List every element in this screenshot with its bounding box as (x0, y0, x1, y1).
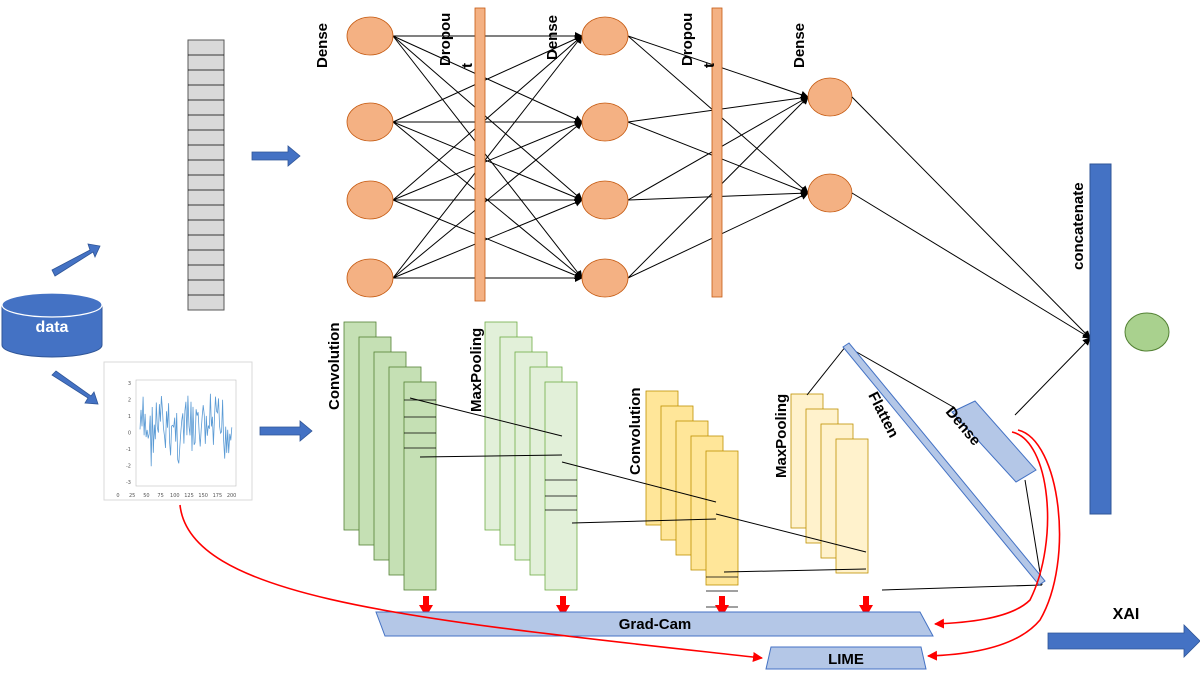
plot-x-tick: 175 (213, 493, 223, 499)
pool-2-map (835, 438, 869, 574)
conv-2-stack (645, 390, 739, 608)
dense-3-label: Dense (791, 23, 808, 68)
merge-connections (851, 96, 1091, 416)
lime-label: LIME (828, 651, 864, 668)
gradcam-arrow-head (556, 605, 570, 617)
dense-edge (392, 35, 583, 123)
conv-connections (409, 345, 1043, 591)
dense-node (346, 258, 394, 298)
gradcam-arrow-head (419, 605, 433, 617)
conv-dense-layer (951, 400, 1037, 483)
maxpool-2-stack (790, 393, 869, 574)
dense-edge (392, 121, 583, 279)
dense-node (581, 16, 629, 56)
conv-1-label: Convolution (326, 323, 343, 410)
dense-1-label: Dense (314, 23, 331, 68)
dropout-bar-1 (474, 7, 486, 302)
dropout-1-label: Dropou (437, 13, 454, 66)
dense-connections (392, 32, 809, 282)
dense-edge (392, 198, 583, 279)
maxpool-1-stack (484, 321, 578, 591)
plot-y-ticks: 3 2 1 0 -1 -2 -3 (126, 381, 131, 486)
arrow-to-plot (51, 370, 99, 405)
data-cylinder: data (1, 292, 103, 358)
dense-edge (392, 120, 583, 201)
gradcam-arrow-head (859, 605, 873, 617)
dense-edge (392, 35, 583, 201)
plot-x-ticks: 0 25 50 75 100 125 150 175 200 (116, 493, 236, 499)
plot-x-tick: 200 (227, 493, 237, 499)
dropout-2-label: Dropou (679, 13, 696, 66)
plot-x-tick: 0 (116, 493, 119, 499)
pool-2-label: MaxPooling (773, 394, 790, 478)
plot-x-tick: 75 (157, 493, 163, 499)
timeseries-line (139, 393, 233, 467)
dense-node (346, 102, 394, 142)
explanation-curves (179, 429, 1061, 662)
dense-nodes (346, 16, 853, 298)
arrow-to-conv-branch (259, 420, 313, 442)
gradcam-arrow-shaft (560, 596, 566, 606)
gradcam-arrow-head (715, 605, 729, 617)
output-node (1124, 312, 1170, 352)
xai-heading: XAI (1113, 606, 1140, 623)
dense-node (346, 16, 394, 56)
plot-y-tick: 2 (128, 398, 131, 404)
plot-y-tick: 0 (128, 431, 131, 437)
gradcam-label: Grad-Cam (619, 616, 692, 633)
gradcam-arrow-shaft (863, 596, 869, 606)
plot-x-tick: 100 (170, 493, 180, 499)
dense-2-label: Dense (544, 15, 561, 60)
plot-x-tick: 150 (198, 493, 208, 499)
lime-bar (765, 646, 927, 670)
concatenate-label: concatenate (1070, 182, 1087, 270)
conv-2-label: Convolution (627, 388, 644, 475)
flatten-layer (842, 342, 1046, 586)
plot-y-tick: -2 (126, 464, 131, 470)
block-arrows (51, 145, 1200, 658)
flatten-label: Flatten (864, 389, 901, 441)
plot-y-tick: 1 (128, 414, 131, 420)
dense-node (346, 180, 394, 220)
xai-arrow (1047, 624, 1200, 658)
plot-y-tick: -3 (126, 480, 131, 486)
plot-x-tick: 125 (184, 493, 194, 499)
pool-1-map (544, 381, 578, 591)
input-feature-vector (187, 39, 225, 311)
plot-x-tick: 50 (143, 493, 149, 499)
dense-node (807, 173, 853, 213)
dense-edge (392, 35, 583, 279)
conv-1-map (403, 381, 437, 591)
dense-node (581, 180, 629, 220)
concatenate-layer (1089, 163, 1112, 515)
gradcam-arrow-shaft (423, 596, 429, 606)
plot-y-tick: -1 (126, 447, 131, 453)
arrow-to-vector (51, 243, 101, 277)
conv-1-stack (343, 321, 437, 591)
data-label: data (36, 319, 69, 336)
gradcam-arrows (419, 596, 873, 617)
timeseries-plot: 0 25 50 75 100 125 150 175 200 3 2 1 0 -1 -2 -3 (103, 361, 253, 501)
plot-x-tick: 25 (129, 493, 135, 499)
dense-node (581, 102, 629, 142)
dropout-1-tail: t (459, 63, 476, 68)
dense-node (581, 258, 629, 298)
plot-y-tick: 3 (128, 381, 131, 387)
dropout-bar-2 (711, 7, 723, 298)
pool-1-label: MaxPooling (468, 328, 485, 412)
dropout-2-tail: t (701, 63, 718, 68)
gradcam-arrow-shaft (719, 596, 725, 606)
dense-node (807, 77, 853, 117)
arrow-to-dense-branch (251, 145, 301, 167)
